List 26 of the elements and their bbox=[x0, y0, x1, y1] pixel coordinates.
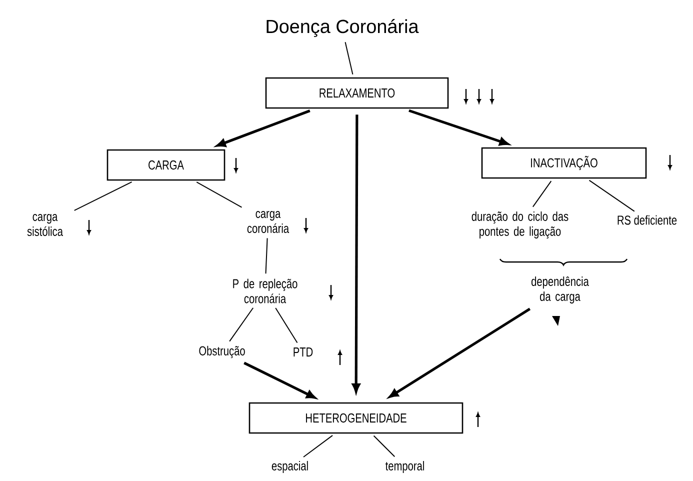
concept-label: P de repleção coronária bbox=[233, 278, 298, 304]
concept-box: HETEROGENEIDADE bbox=[248, 402, 464, 434]
connector-line bbox=[588, 180, 635, 212]
concept-label: espacial bbox=[272, 460, 308, 474]
concept-label: PTD bbox=[294, 348, 313, 356]
title-text: Doença Coronária bbox=[266, 19, 419, 37]
concept-label: carga coronária bbox=[247, 210, 290, 233]
connector-line bbox=[196, 182, 242, 208]
connector-line bbox=[275, 307, 298, 344]
concept-label: RS deficiente bbox=[618, 215, 677, 225]
concept-label: dependência da carga bbox=[532, 276, 589, 304]
concept-box: RELAXAMENTO bbox=[265, 77, 449, 109]
concept-label: Obstrução bbox=[199, 346, 245, 358]
connector-line bbox=[265, 238, 268, 274]
concept-label: temporal bbox=[386, 460, 424, 474]
concept-box: CARGA bbox=[106, 149, 226, 181]
connector-line bbox=[303, 434, 334, 458]
concept-label: duração do ciclo das pontes de ligação bbox=[472, 211, 568, 239]
concept-label: carga sistólica bbox=[27, 214, 63, 236]
concept-box: INACTIVAÇÃO bbox=[481, 147, 647, 179]
connector-line bbox=[229, 307, 254, 342]
connector-line bbox=[74, 181, 132, 211]
connector-line bbox=[373, 435, 396, 458]
connector-line bbox=[532, 180, 552, 208]
arrow bbox=[389, 308, 531, 398]
connector-line bbox=[344, 42, 354, 75]
